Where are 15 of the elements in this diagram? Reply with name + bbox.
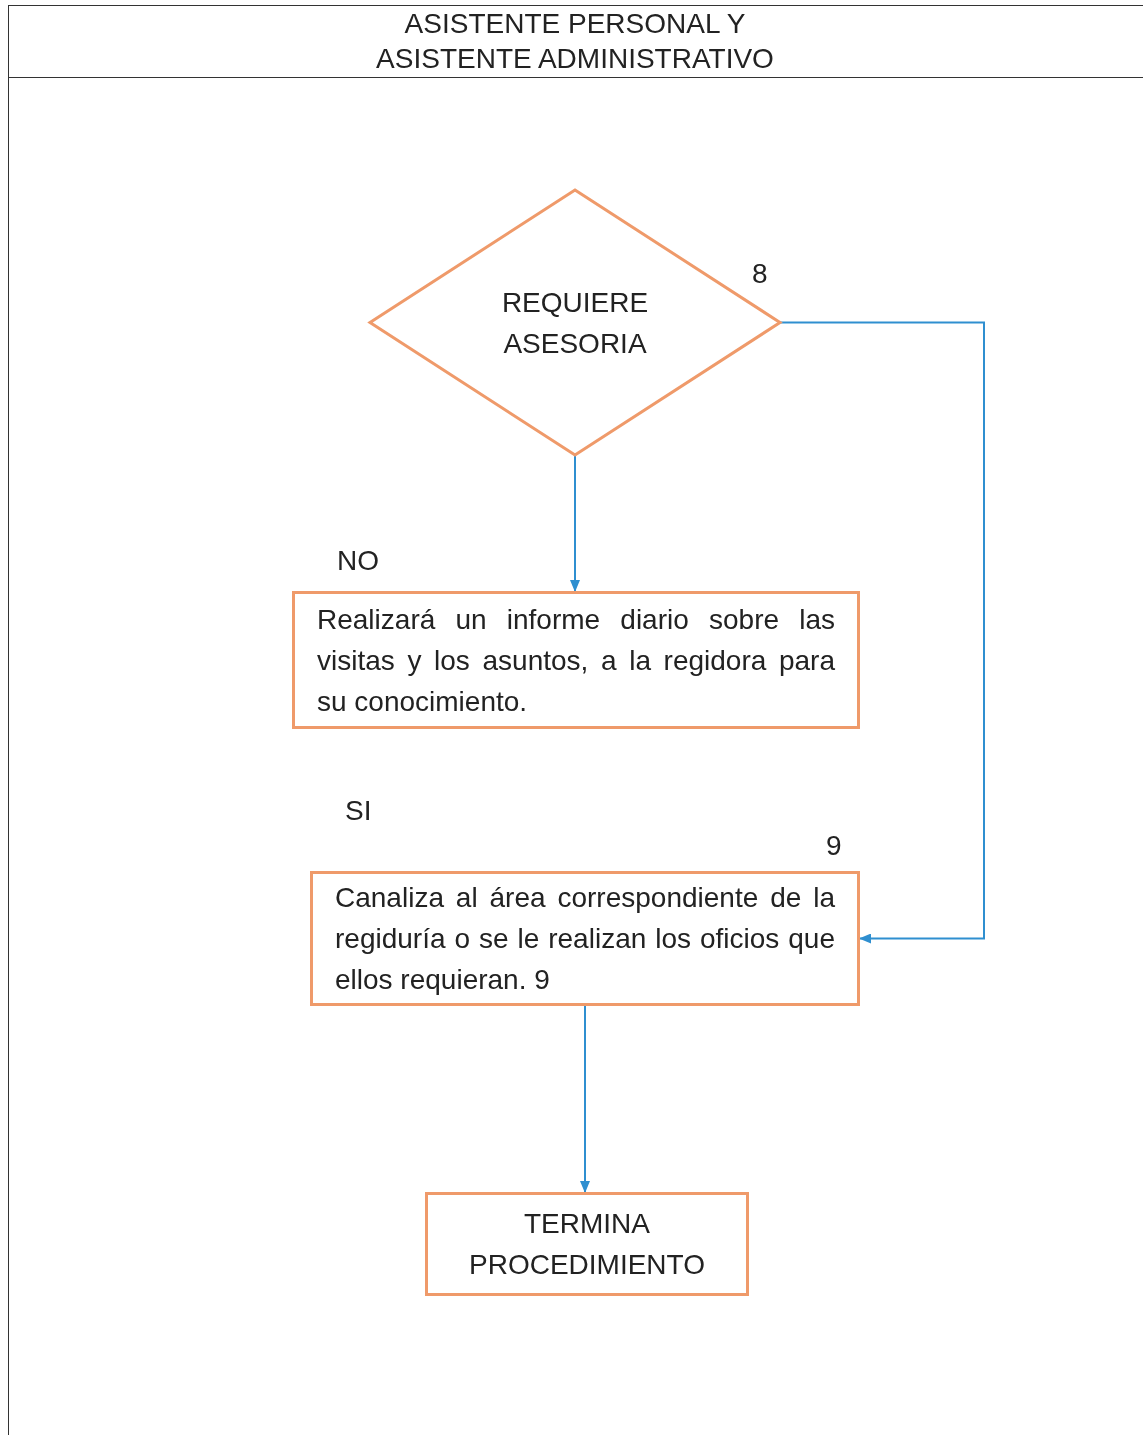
title: ASISTENTE PERSONAL Y ASISTENTE ADMINISTRATIVO xyxy=(375,7,775,76)
arrow xyxy=(779,321,985,944)
arrow xyxy=(570,454,580,592)
step-number: 9 xyxy=(826,830,842,862)
node-text: TERMINA PROCEDIMIENTO xyxy=(468,1207,706,1282)
node-text: Realizará un informe diario sobre las visitas y los asuntos, a la regidora para su conocimiento. xyxy=(317,602,835,719)
arrow xyxy=(580,1005,590,1193)
process-box xyxy=(310,871,860,1006)
step-number: 8 xyxy=(752,258,768,290)
node-text: REQUIERE ASESORIA xyxy=(500,285,650,361)
process-box xyxy=(425,1192,749,1296)
process-box xyxy=(292,591,860,729)
branch-label: SI xyxy=(345,795,372,827)
branch-label: NO xyxy=(337,545,379,577)
node-text: Canaliza al área correspondiente de la regiduría o se le realizan los oficios que ellos requieran. 9 xyxy=(335,881,835,997)
